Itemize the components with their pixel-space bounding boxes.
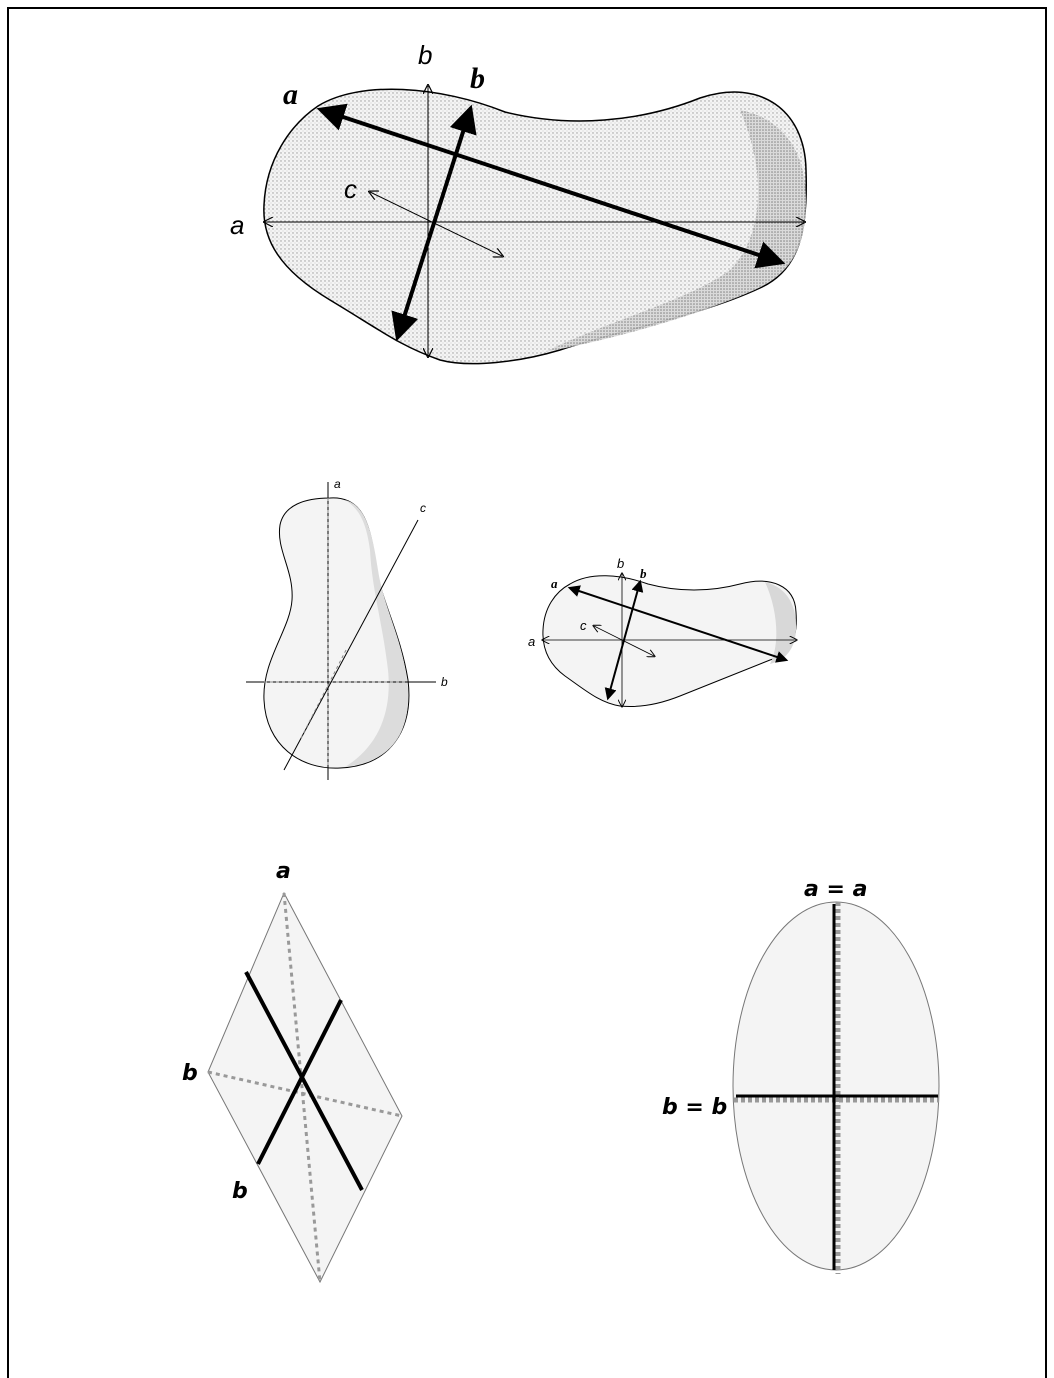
figure4-rhombus: a b b xyxy=(182,859,403,1284)
fig3-label-b-thin: b xyxy=(617,556,624,571)
rhombus-diagonal-b xyxy=(207,1070,403,1118)
fig3-label-b-bold: b xyxy=(640,566,647,581)
fig2-label-b: b xyxy=(441,675,448,689)
figure3-pebble-small: a b c a b xyxy=(528,556,796,707)
figure5-ellipse: a = a b = b xyxy=(662,877,940,1274)
fig1-label-a-bold: a xyxy=(283,78,298,111)
peanut-axis-c-dash xyxy=(299,649,347,741)
small-pebble-outline xyxy=(542,575,797,707)
figure2-peanut: a c b xyxy=(246,477,448,780)
peanut-axis-c xyxy=(283,519,419,771)
fig5-label-left: b = b xyxy=(662,1095,727,1120)
fig4-label-a: a xyxy=(276,859,291,884)
fig3-label-c: c xyxy=(580,618,587,633)
rhombus-outline xyxy=(207,891,403,1284)
fig4-label-b-left: b xyxy=(182,1061,198,1086)
fig1-label-b-thin: b xyxy=(418,40,432,70)
fig1-label-a-thin: a xyxy=(230,210,244,240)
pebble-shading xyxy=(545,110,806,352)
fig5-label-top: a = a xyxy=(804,877,867,902)
rhombus-diagonal-a xyxy=(282,892,322,1283)
fig2-label-a: a xyxy=(334,477,341,491)
fig2-label-c: c xyxy=(420,501,426,515)
fig1-label-c: c xyxy=(344,174,357,204)
rhombus-bold-axis-1 xyxy=(244,971,364,1191)
fig4-label-b-lower: b xyxy=(232,1179,248,1204)
bold-axis-b xyxy=(391,104,477,342)
fig3-label-a-bold: a xyxy=(551,576,558,591)
pebble-outline xyxy=(263,88,808,365)
fig1-label-b-bold: b xyxy=(470,62,485,95)
peanut-shading xyxy=(345,500,409,767)
small-bold-b xyxy=(604,579,644,701)
rhombus-bold-axis-2 xyxy=(256,999,343,1165)
fig3-label-a-thin: a xyxy=(528,634,535,649)
figure1-pebble: a b c a b xyxy=(230,40,808,365)
page-frame xyxy=(7,7,1047,1378)
